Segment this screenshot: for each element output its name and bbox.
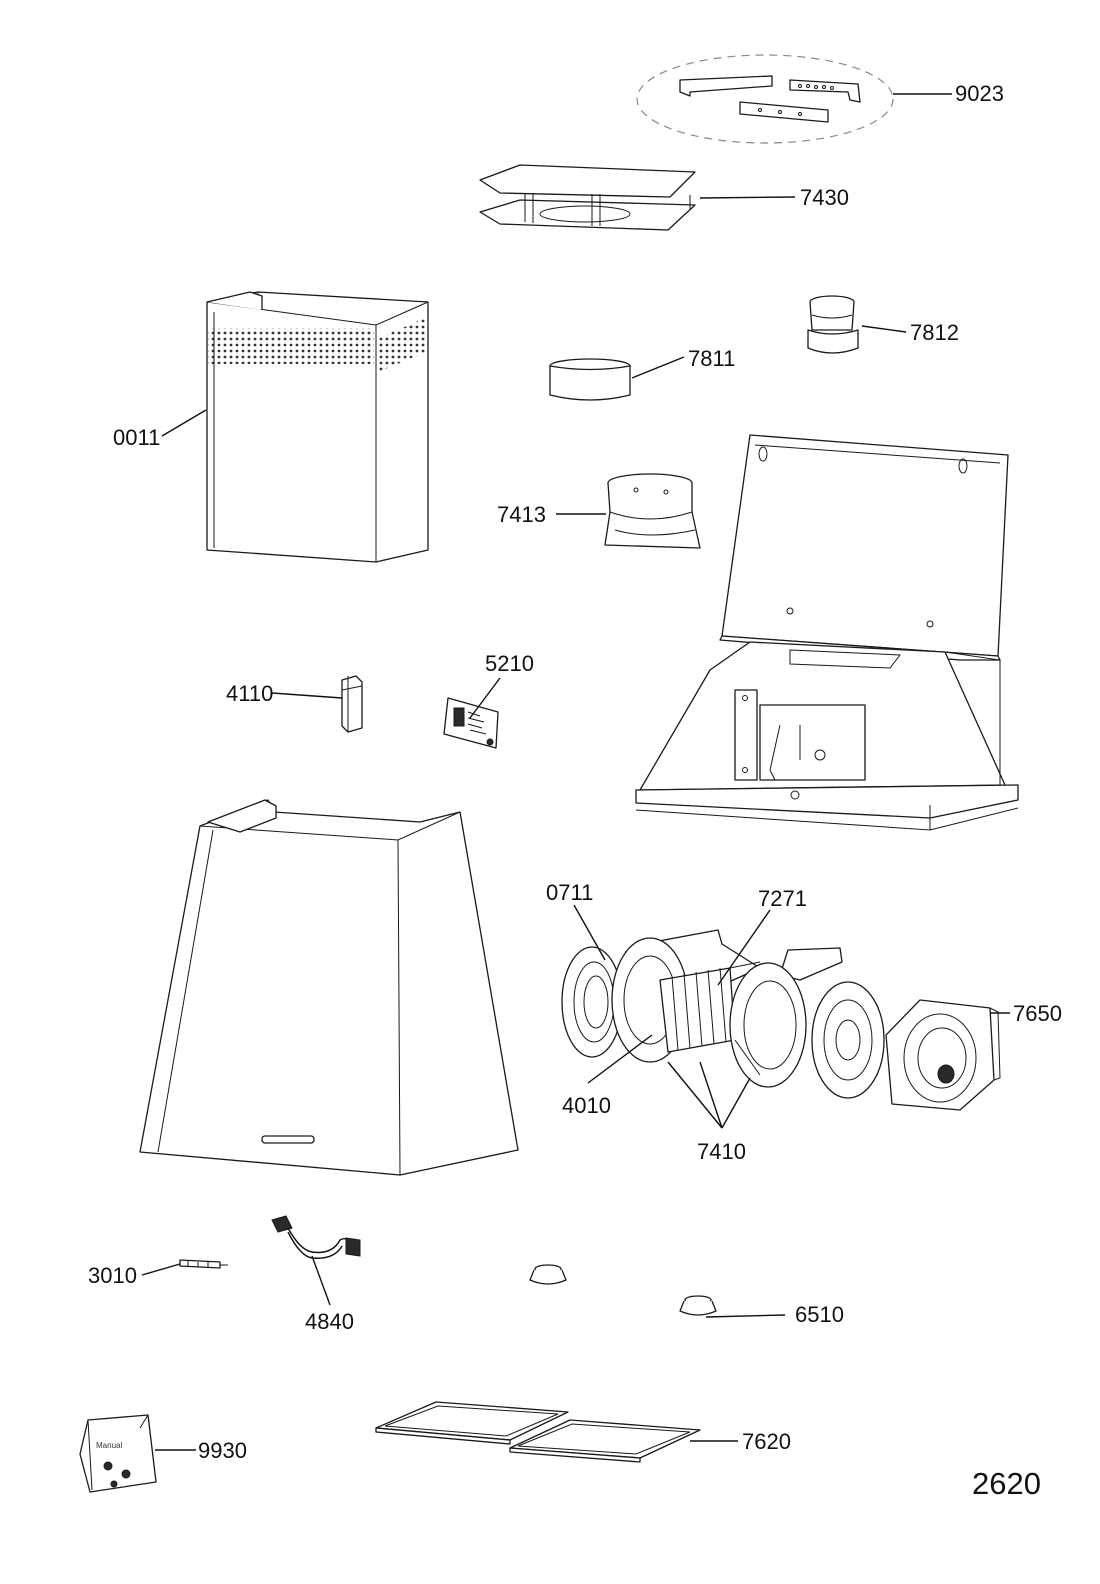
leader-7812 <box>861 325 907 333</box>
label-4010: 4010 <box>562 1093 611 1118</box>
label-0711: 0711 <box>546 880 593 905</box>
label-7620: 7620 <box>742 1429 791 1454</box>
diagram-code: 2620 <box>972 1466 1041 1501</box>
label-7811: 7811 <box>688 346 735 371</box>
leader-6510 <box>705 1314 786 1318</box>
leader-0711 <box>573 904 606 961</box>
part-9930-manual-bag: Manual <box>79 1414 157 1493</box>
leader-4840 <box>311 1255 331 1306</box>
part-6510-feet <box>529 1264 717 1316</box>
label-5210: 5210 <box>485 651 534 676</box>
part-7620-filters <box>375 1401 701 1463</box>
label-4110: 4110 <box>226 681 273 706</box>
manual-bag-text: Manual <box>96 1441 122 1450</box>
leader-3010 <box>141 1263 181 1276</box>
leader-5210 <box>469 677 501 719</box>
part-3010-lamp <box>179 1259 228 1269</box>
part-lower-chimney <box>139 799 519 1176</box>
leader-7811 <box>631 356 685 379</box>
leader-4110 <box>271 692 343 699</box>
label-9930: 9930 <box>198 1438 247 1463</box>
label-6510: 6510 <box>795 1302 844 1327</box>
label-4840: 4840 <box>305 1309 354 1334</box>
label-7812: 7812 <box>910 320 959 345</box>
part-5210-circuit-board <box>443 697 499 749</box>
leader-7271 <box>717 909 771 986</box>
part-0011-upper-chimney <box>206 291 429 563</box>
leader-4010 <box>587 1034 653 1084</box>
label-7650: 7650 <box>1013 1001 1062 1026</box>
part-hood-body <box>635 434 1019 831</box>
part-7650-filter <box>885 999 1001 1111</box>
label-3010: 3010 <box>88 1263 137 1288</box>
part-7413-duct-adapter <box>604 473 701 549</box>
part-4840-wiring <box>271 1215 361 1259</box>
label-9023: 9023 <box>955 81 1004 106</box>
leader-0011 <box>161 409 207 437</box>
label-7430: 7430 <box>800 185 849 210</box>
leader-7410 <box>667 1061 751 1129</box>
label-0011: 0011 <box>113 425 160 450</box>
part-7811-ring <box>549 358 631 401</box>
part-9023-brackets <box>636 54 894 144</box>
part-4110-switch <box>341 675 363 733</box>
label-7410: 7410 <box>697 1139 746 1164</box>
part-blower-assembly <box>561 929 885 1099</box>
label-7413: 7413 <box>497 502 546 527</box>
label-7271: 7271 <box>758 886 807 911</box>
leader-7430 <box>699 196 796 199</box>
part-7430-top-bracket <box>479 164 696 231</box>
part-7812-collar <box>807 295 859 354</box>
